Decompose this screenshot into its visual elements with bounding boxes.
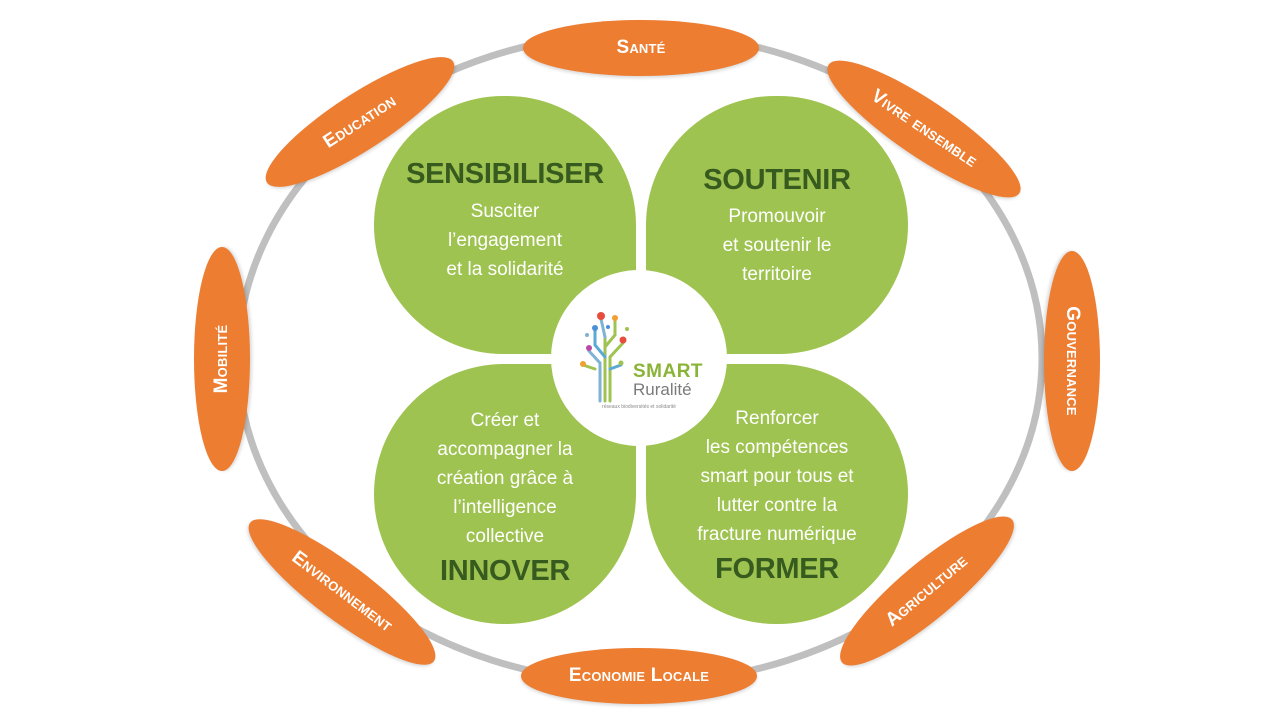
petal-line: l’engagement	[447, 230, 563, 251]
petal-line: smart pour tous et	[700, 466, 854, 487]
logo-tagline: réseaux biodiversités et solidarité	[602, 403, 676, 410]
petal-title: INNOVER	[439, 555, 571, 587]
logo-word-ruralite: Ruralité	[632, 379, 692, 399]
petal-line: Susciter	[470, 201, 540, 222]
theme-label: Economie Locale	[568, 665, 710, 686]
petal-line: Créer et	[470, 410, 540, 431]
petal-line: lutter contre la	[716, 495, 838, 516]
petal-line: Renforcer	[735, 408, 819, 429]
tree-icon	[579, 311, 629, 402]
petal-title: SOUTENIR	[703, 164, 851, 196]
petal-line: Promouvoir	[728, 206, 826, 227]
theme-gouvernance: Gouvernance	[1044, 251, 1100, 471]
petal-line: collective	[465, 526, 545, 547]
theme-mobilite: Mobilité	[194, 247, 250, 471]
petal-line: création grâce à	[436, 468, 574, 489]
theme-label: Santé	[616, 37, 666, 58]
petal-line: fracture numérique	[697, 524, 857, 545]
petal-title: SENSIBILISER	[406, 158, 604, 190]
petal-line: accompagner la	[437, 439, 573, 460]
petal-line: l’intelligence	[453, 497, 557, 518]
center-logo: SMART Ruralité réseaux biodiversités et …	[551, 270, 727, 446]
petal-title: FORMER	[715, 553, 839, 585]
theme-sante: Santé	[523, 20, 759, 76]
theme-label: Gouvernance	[1062, 306, 1083, 416]
theme-label: Mobilité	[211, 324, 232, 394]
petal-line: et soutenir le	[722, 235, 832, 256]
petal-line: et la solidarité	[446, 259, 564, 280]
logo-mark: SMART Ruralité	[575, 307, 703, 403]
theme-economie-locale: Economie Locale	[521, 648, 757, 704]
petal-line: territoire	[742, 264, 812, 285]
petal-line: les compétences	[705, 437, 849, 458]
logo-word-smart: SMART	[632, 360, 704, 382]
logo-wordmark: SMART Ruralité	[633, 362, 703, 399]
